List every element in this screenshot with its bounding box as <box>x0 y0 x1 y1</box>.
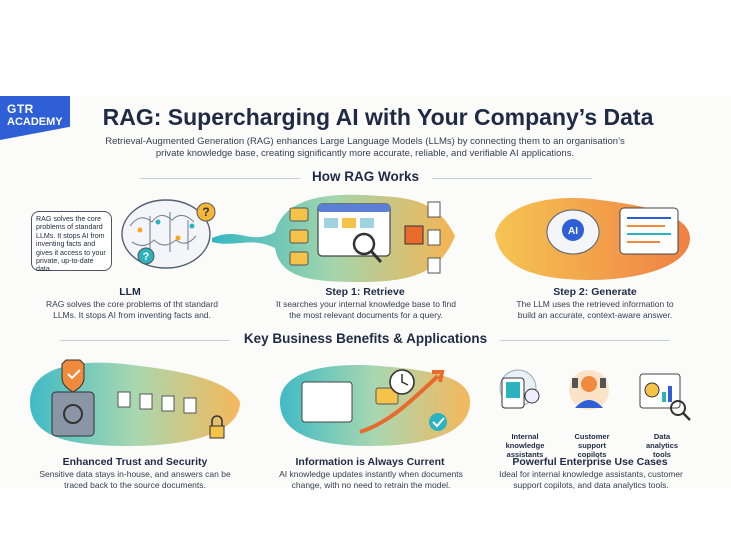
logo-line-1: GTR <box>7 102 34 116</box>
retrieve-description: It searches your internal knowledge base… <box>275 299 457 320</box>
benefits-illustration <box>30 359 691 446</box>
question-icon-small <box>137 247 155 265</box>
tool-label-analytics: Data analytics tools <box>645 432 679 459</box>
documents-window <box>301 381 353 423</box>
benefits-title: Key Business Benefits & Applications <box>243 331 488 346</box>
benefits-header: Key Business Benefits & Applications <box>0 330 731 350</box>
current-description: AI knowledge updates instantly when docu… <box>279 469 463 490</box>
folder-icons <box>289 207 309 266</box>
lock-icon <box>209 425 225 439</box>
generate-description: The LLM uses the retrieved information t… <box>516 299 674 320</box>
question-icon <box>196 202 216 222</box>
enterprise-description: Ideal for internal knowledge assistants,… <box>499 469 683 490</box>
enterprise-title: Powerful Enterprise Use Cases <box>512 456 668 468</box>
llm-description: RAG solves the core problems of tht stan… <box>46 299 218 320</box>
vault-icon <box>51 391 95 437</box>
divider-left <box>140 178 300 179</box>
llm-title: LLM <box>119 286 141 298</box>
divider-right <box>500 340 670 341</box>
how-rag-works-title: How RAG Works <box>311 169 419 184</box>
page-subtitle: Retrieval-Augmented Generation (RAG) enh… <box>105 136 625 159</box>
check-icon <box>429 413 447 431</box>
current-title: Information is Always Current <box>295 456 445 468</box>
page-title: RAG: Supercharging AI with Your Company’… <box>102 104 654 130</box>
svg-text:?: ? <box>202 205 209 219</box>
retrieve-title: Step 1: Retrieve <box>325 286 405 298</box>
divider-left <box>60 340 230 341</box>
tool-label-support: Customer support copilots <box>574 432 610 459</box>
tool-label-knowledge: Internal knowledge assistants <box>505 432 545 459</box>
folder-icon <box>375 387 399 405</box>
trust-description: Sensitive data stays in-house, and answe… <box>39 469 231 490</box>
ai-badge: AI <box>568 226 578 237</box>
trust-title: Enhanced Trust and Security <box>62 456 208 468</box>
document-icons <box>427 201 441 274</box>
logo-line-2: ACADEMY <box>7 116 63 128</box>
magnifier-icon <box>352 232 376 256</box>
divider-right <box>432 178 592 179</box>
document-icons <box>117 391 197 414</box>
assistant-robot-icon <box>499 369 540 409</box>
chip-icon <box>404 225 424 245</box>
analytics-icon <box>639 373 691 421</box>
answer-card <box>619 207 679 255</box>
trend-arrow-icon <box>359 374 440 434</box>
how-rag-works-header: How RAG Works <box>0 168 731 188</box>
llm-speech-bubble: RAG solves the core problems of standard… <box>31 211 112 273</box>
support-agent-icon <box>569 370 609 410</box>
generate-title: Step 2: Generate <box>553 286 637 298</box>
svg-text:?: ? <box>143 251 150 263</box>
how-rag-works-illustration: ? ? AI <box>121 194 690 282</box>
